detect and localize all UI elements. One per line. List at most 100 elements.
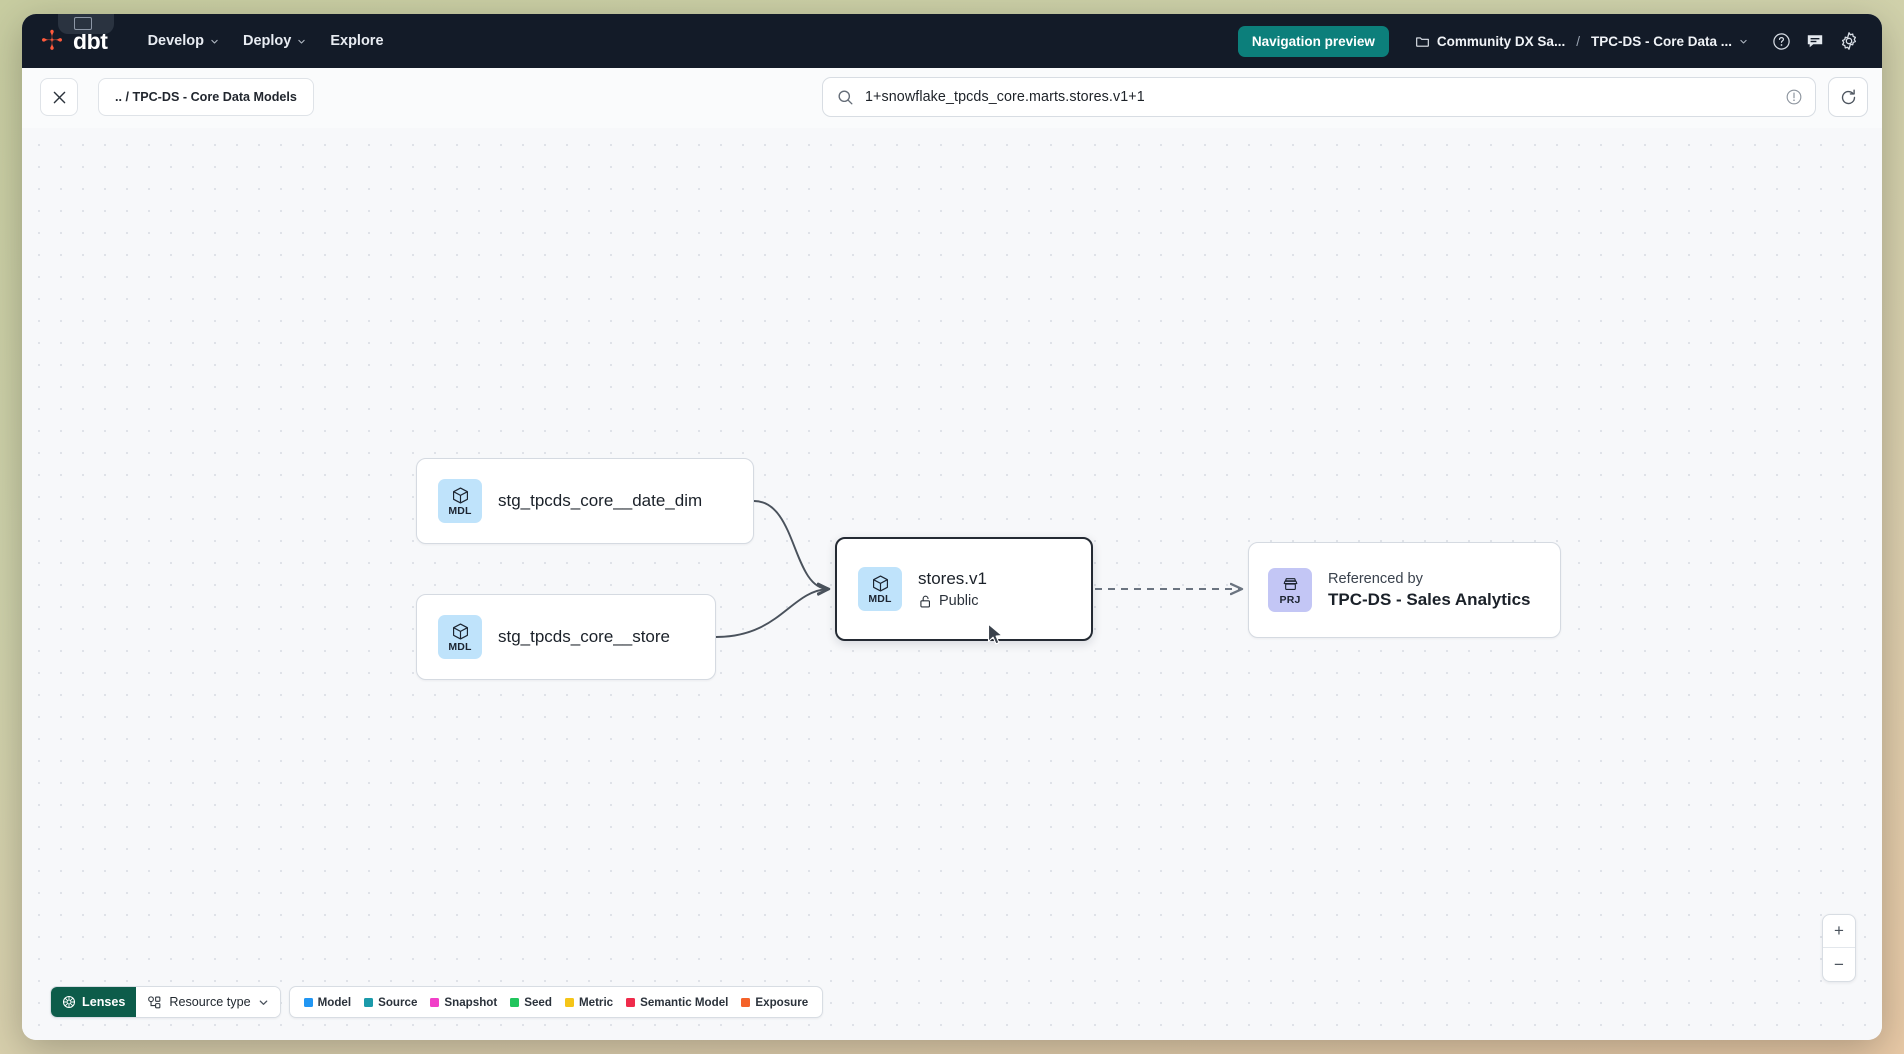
resource-type-label: Resource type bbox=[169, 995, 251, 1009]
top-navigation-bar: dbt Develop Deploy Explore Navigation pr… bbox=[22, 14, 1882, 68]
node-access-status: Public bbox=[918, 593, 987, 609]
legend-label: Source bbox=[378, 995, 418, 1009]
model-badge: MDL bbox=[858, 567, 902, 611]
lineage-edges bbox=[715, 500, 1882, 638]
nav-item-develop[interactable]: Develop bbox=[136, 26, 231, 56]
breadcrumb[interactable]: .. / TPC-DS - Core Data Models bbox=[98, 78, 314, 116]
feedback-glyph bbox=[1807, 35, 1823, 48]
node-body: stg_tpcds_core__date_dim bbox=[498, 491, 702, 511]
lineage-graph-canvas[interactable]: MDL stg_tpcds_core__date_dim MDL stg_tpc… bbox=[22, 128, 1882, 1040]
chevron-down-icon bbox=[211, 39, 218, 44]
edge-date-dim-to-stores bbox=[753, 500, 828, 589]
lens-icon bbox=[62, 995, 76, 1009]
unlock-icon bbox=[920, 595, 931, 607]
graph-node-referenced-by-project[interactable]: PRJ Referenced by TPC-DS - Sales Analyti… bbox=[1248, 542, 1561, 638]
account-breadcrumb[interactable]: Community DX Sa... bbox=[1407, 28, 1573, 55]
search-value: 1+snowflake_tpcds_core.marts.stores.v1+1 bbox=[865, 89, 1145, 105]
legend-swatch bbox=[430, 997, 440, 1007]
lenses-label: Lenses bbox=[82, 995, 126, 1009]
dbt-logo-icon bbox=[41, 29, 63, 50]
account-name: Community DX Sa... bbox=[1436, 33, 1566, 49]
close-button[interactable] bbox=[40, 78, 78, 116]
legend-label: Exposure bbox=[755, 995, 809, 1009]
chevron-down-icon bbox=[298, 39, 306, 44]
legend-swatch bbox=[564, 997, 574, 1007]
chevron-down-icon bbox=[1740, 39, 1747, 44]
node-title: stores.v1 bbox=[918, 569, 987, 588]
cube-icon bbox=[872, 575, 888, 592]
close-icon bbox=[53, 91, 65, 103]
model-badge-label: MDL bbox=[448, 504, 472, 517]
lens-button-group: Lenses Resource type bbox=[50, 986, 281, 1018]
legend-swatch bbox=[364, 997, 374, 1007]
legend-swatch bbox=[303, 997, 313, 1007]
model-badge-label: MDL bbox=[868, 592, 892, 605]
cube-icon bbox=[452, 487, 468, 504]
legend-swatch bbox=[626, 997, 636, 1007]
search-input[interactable]: 1+snowflake_tpcds_core.marts.stores.v1+1 bbox=[822, 77, 1816, 117]
gear-glyph bbox=[1841, 32, 1857, 50]
refresh-icon bbox=[1841, 88, 1855, 104]
zoom-out-button[interactable]: − bbox=[1834, 954, 1844, 974]
nav-item-explore-label: Explore bbox=[330, 33, 384, 49]
model-badge: MDL bbox=[438, 479, 482, 523]
feedback-icon[interactable] bbox=[1800, 26, 1830, 56]
legend-item-source: Source bbox=[364, 996, 417, 1009]
info-icon[interactable] bbox=[1785, 88, 1803, 106]
explore-toolbar: .. / TPC-DS - Core Data Models 1+snowfla… bbox=[22, 68, 1882, 128]
legend-swatch bbox=[741, 997, 751, 1007]
project-badge-label: PRJ bbox=[1279, 593, 1301, 606]
model-badge-label: MDL bbox=[448, 640, 472, 653]
node-kicker: Referenced by bbox=[1328, 570, 1423, 587]
legend-item-metric: Metric bbox=[564, 995, 614, 1009]
project-stack-icon bbox=[1283, 577, 1297, 590]
node-title: stg_tpcds_core__store bbox=[498, 627, 670, 646]
node-body: stores.v1 Public bbox=[918, 569, 987, 609]
model-badge: MDL bbox=[438, 615, 482, 659]
legend-item-semantic-model: Semantic Model bbox=[626, 996, 728, 1009]
project-breadcrumb[interactable]: TPC-DS - Core Data ... bbox=[1583, 28, 1756, 55]
legend-label: Snapshot bbox=[444, 995, 498, 1009]
window-tab-nub[interactable] bbox=[58, 14, 114, 34]
node-title: stg_tpcds_core__date_dim bbox=[498, 491, 703, 510]
legend-label: Model bbox=[317, 995, 352, 1009]
cube-icon bbox=[452, 623, 468, 640]
app-window: dbt Develop Deploy Explore Navigation pr… bbox=[22, 14, 1882, 1040]
resource-type-button[interactable]: Resource type bbox=[136, 987, 280, 1017]
nav-item-explore[interactable]: Explore bbox=[318, 26, 395, 56]
node-body: Referenced by TPC-DS - Sales Analytics bbox=[1328, 571, 1531, 610]
help-circle-icon[interactable] bbox=[1766, 26, 1796, 56]
project-name: TPC-DS - Core Data ... bbox=[1590, 33, 1732, 49]
search-icon bbox=[838, 89, 853, 105]
zoom-in-button[interactable]: + bbox=[1823, 915, 1855, 948]
zoom-controls: + − bbox=[1822, 914, 1856, 982]
graph-node-stg-date-dim[interactable]: MDL stg_tpcds_core__date_dim bbox=[416, 458, 754, 544]
legend-item-model: Model bbox=[303, 995, 352, 1009]
node-body: stg_tpcds_core__store bbox=[498, 627, 670, 647]
legend-label: Metric bbox=[578, 995, 614, 1009]
nav-item-deploy-label: Deploy bbox=[242, 33, 292, 49]
lenses-button[interactable]: Lenses bbox=[51, 987, 137, 1017]
gear-icon[interactable] bbox=[1834, 26, 1864, 56]
graph-node-stores-v1[interactable]: MDL stores.v1 Public bbox=[835, 537, 1093, 641]
legend-item-snapshot: Snapshot bbox=[430, 996, 497, 1009]
resource-type-icon bbox=[148, 995, 161, 1008]
legend-item-seed: Seed bbox=[510, 996, 552, 1009]
help-circle-glyph bbox=[1772, 32, 1790, 50]
nav-item-deploy[interactable]: Deploy bbox=[231, 26, 318, 56]
edge-store-to-stores bbox=[715, 589, 828, 638]
project-badge: PRJ bbox=[1268, 568, 1312, 612]
legend-label: Seed bbox=[524, 995, 552, 1009]
breadcrumb-separator: / bbox=[1576, 33, 1580, 49]
graph-node-stg-store[interactable]: MDL stg_tpcds_core__store bbox=[416, 594, 716, 680]
legend-item-exposure: Exposure bbox=[741, 996, 808, 1009]
node-access-label: Public bbox=[939, 593, 979, 609]
graph-controls: Lenses Resource type bbox=[50, 986, 824, 1018]
legend-label: Semantic Model bbox=[640, 995, 729, 1009]
folder-icon bbox=[1416, 36, 1429, 47]
refresh-button[interactable] bbox=[1828, 77, 1868, 117]
chevron-down-icon bbox=[259, 1000, 267, 1005]
node-title: TPC-DS - Sales Analytics bbox=[1328, 589, 1531, 609]
navigation-preview-button[interactable]: Navigation preview bbox=[1237, 25, 1389, 57]
